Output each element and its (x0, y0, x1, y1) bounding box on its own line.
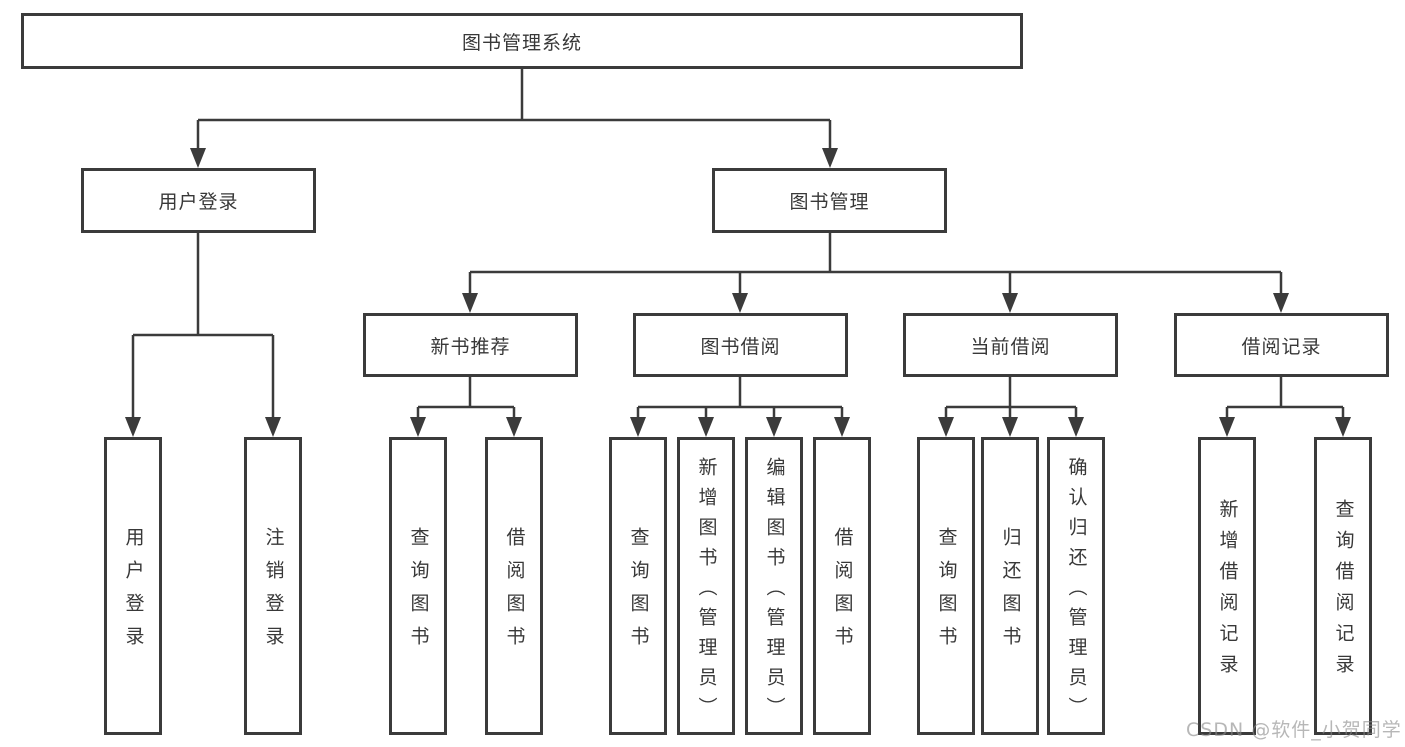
node-label: 图书管理 (789, 191, 870, 213)
node-label: 图书借阅 (700, 335, 781, 358)
leaf-edit-books-admin: 编辑图书（管理员） (745, 437, 803, 735)
node-label: 用户登录 (122, 527, 145, 659)
node-new-book-recommend: 新书推荐 (363, 313, 578, 377)
node-label: 借阅图书 (831, 527, 854, 659)
node-root: 图书管理系统 (21, 13, 1023, 69)
leaf-add-borrow-record: 新增借阅记录 (1198, 437, 1256, 735)
node-label: 查询图书 (407, 527, 430, 659)
node-label: 图书管理系统 (461, 31, 582, 54)
node-current-borrowing: 当前借阅 (903, 313, 1118, 377)
leaf-query-borrow-record: 查询借阅记录 (1314, 437, 1372, 735)
node-book-borrowing: 图书借阅 (633, 313, 848, 377)
node-label: 归还图书 (999, 527, 1022, 659)
node-label: 查询图书 (627, 527, 650, 659)
node-label: 借阅图书 (503, 527, 526, 659)
leaf-borrow-books-recommend: 借阅图书 (485, 437, 543, 735)
node-borrowing-records: 借阅记录 (1174, 313, 1389, 377)
leaf-add-books-admin: 新增图书（管理员） (677, 437, 735, 735)
leaf-query-books-current: 查询图书 (917, 437, 975, 735)
node-label: 注销登录 (262, 527, 285, 659)
node-book-management: 图书管理 (712, 168, 947, 233)
node-label: 借阅记录 (1241, 335, 1322, 358)
node-label: 新增借阅记录 (1216, 499, 1239, 685)
leaf-borrow-books: 借阅图书 (813, 437, 871, 735)
watermark: CSDN @软件_小贺同学 (1186, 719, 1402, 741)
leaf-query-books-borrowing: 查询图书 (609, 437, 667, 735)
node-label: 用户登录 (158, 191, 239, 213)
node-label: 确认归还（管理员） (1065, 456, 1088, 727)
leaf-user-login: 用户登录 (104, 437, 162, 735)
node-label: 当前借阅 (970, 335, 1051, 358)
leaf-return-books: 归还图书 (981, 437, 1039, 735)
node-label: 编辑图书（管理员） (763, 456, 786, 727)
node-label: 查询借阅记录 (1332, 499, 1355, 685)
node-label: 新书推荐 (430, 335, 511, 358)
leaf-logout: 注销登录 (244, 437, 302, 735)
leaf-confirm-return-admin: 确认归还（管理员） (1047, 437, 1105, 735)
node-user-login: 用户登录 (81, 168, 316, 233)
node-label: 查询图书 (935, 527, 958, 659)
leaf-query-books-recommend: 查询图书 (389, 437, 447, 735)
node-label: 新增图书（管理员） (695, 456, 718, 727)
